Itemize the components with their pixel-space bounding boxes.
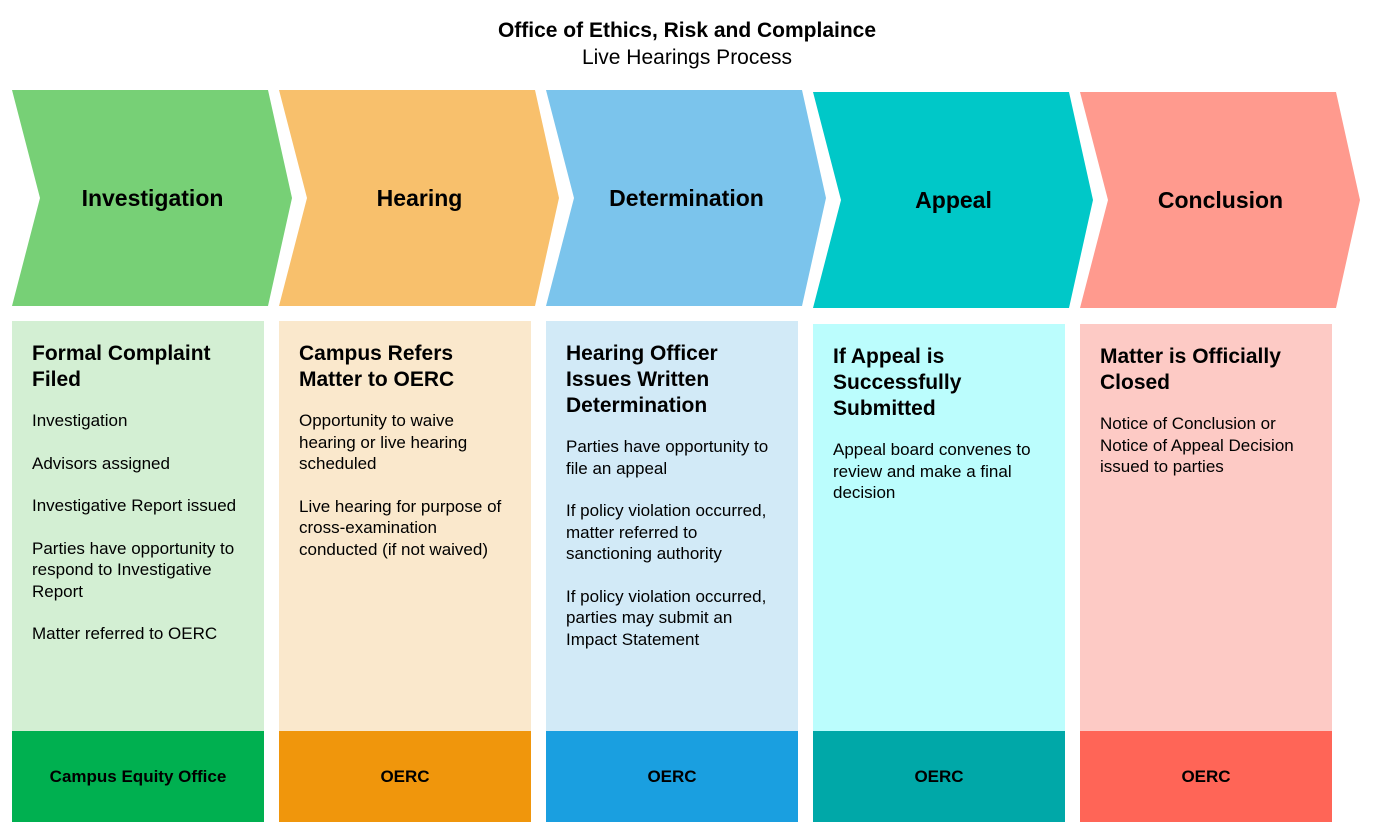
stage-step: Opportunity to waive hearing or live hea… — [299, 411, 468, 473]
stage-label: Determination — [609, 184, 764, 211]
stage-label: Hearing — [376, 184, 463, 211]
diagram-subtitle: Live Hearings Process — [581, 46, 793, 69]
stage-card-determination: Hearing Officer Issues Written Determina… — [546, 321, 798, 822]
stage-step: Advisors assigned — [32, 453, 170, 473]
stage-heading: Matter is Officially Closed — [1100, 345, 1281, 394]
stage-step: Investigative Report issued — [32, 496, 237, 515]
chevron-shape — [813, 92, 1093, 308]
chevron-shape — [12, 90, 292, 306]
stage-step: If policy violation occurred, parties ma… — [566, 586, 767, 649]
stage-step: Matter referred to OERC — [32, 624, 218, 643]
diagram-title: Office of Ethics, Risk and Complaince — [497, 19, 877, 42]
stage-details: Campus Refers Matter to OERC Opportunity … — [279, 321, 531, 731]
stage-step: Appeal board convenes to review and make… — [833, 440, 1031, 502]
stage-step: If policy violation occurred, matter ref… — [566, 501, 767, 563]
stage-heading: Formal Complaint Filed — [32, 342, 211, 391]
stage-arrow-hearing: Hearing — [279, 90, 560, 306]
stage-details: Hearing Officer Issues Written Determina… — [546, 321, 798, 731]
stage-step: Parties have opportunity to file an appe… — [566, 437, 769, 478]
stage-heading: If Appeal is Successfully Submitted — [833, 345, 962, 420]
stage-step: Parties have opportunity to respond to I… — [32, 538, 235, 601]
stage-heading: Campus Refers Matter to OERC — [299, 342, 455, 391]
stage-label: Conclusion — [1157, 186, 1284, 213]
stage-label: Appeal — [915, 186, 992, 213]
stage-label: Investigation — [81, 184, 224, 211]
stage-owner: OERC — [546, 731, 798, 822]
stage-step: Notice of Conclusion or Notice of Appeal… — [1100, 414, 1294, 476]
stage-arrow-conclusion: Conclusion — [1080, 92, 1361, 308]
chevron-shape — [1080, 92, 1360, 308]
stage-owner: OERC — [1080, 731, 1332, 822]
stage-arrow-investigation: Investigation — [12, 90, 293, 306]
stage-owner: OERC — [279, 731, 531, 822]
stage-arrow-appeal: Appeal — [813, 92, 1094, 308]
stage-owner: OERC — [813, 731, 1065, 822]
stage-owner: Campus Equity Office — [12, 731, 264, 822]
chevron-shape — [546, 90, 826, 306]
stage-arrow-determination: Determination — [546, 90, 827, 306]
stage-card-hearing: Campus Refers Matter to OERC Opportunity … — [279, 321, 531, 822]
stage-heading: Hearing Officer Issues Written Determina… — [566, 342, 718, 417]
stage-step: Live hearing for purpose of cross-examin… — [299, 496, 502, 559]
stage-step: Investigation — [32, 411, 128, 430]
chevron-shape — [279, 90, 559, 306]
